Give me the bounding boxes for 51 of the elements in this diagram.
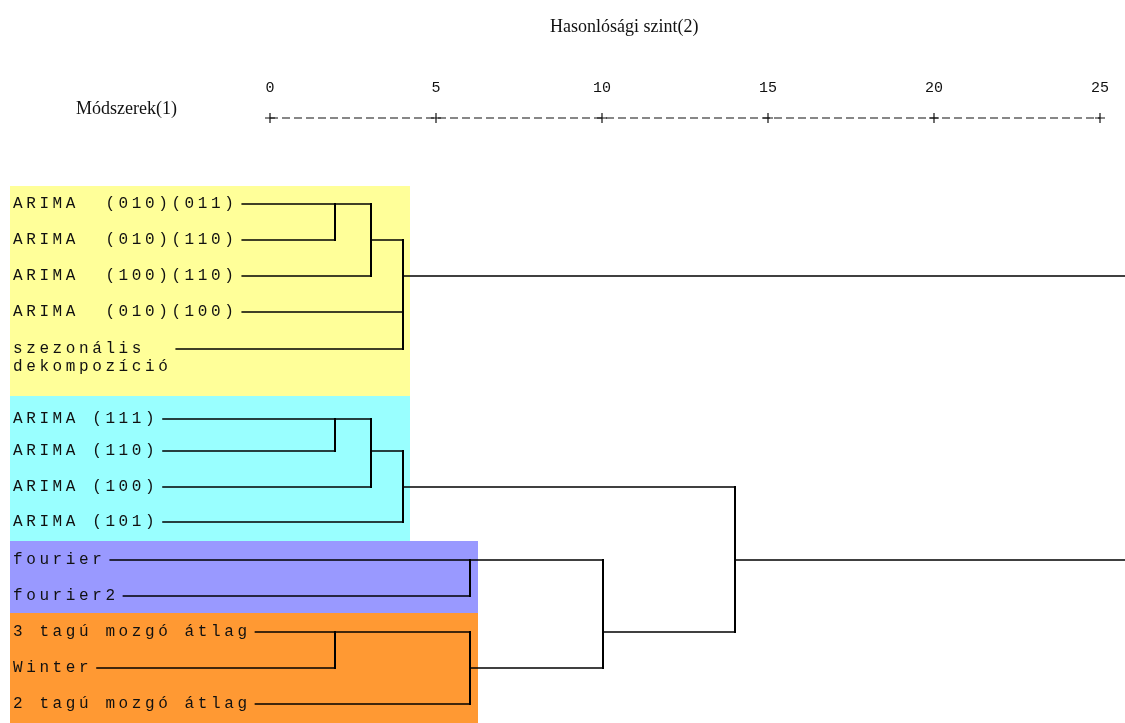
dendrogram-link [121, 595, 470, 597]
tick-label: 0 [265, 80, 275, 97]
method-label: ARIMA (010)(011) [13, 195, 312, 213]
method-label: szezonális dekompozíció [13, 340, 312, 376]
cluster-band [10, 541, 478, 613]
method-label: ARIMA (010)(100) [13, 303, 312, 321]
tick-label: 20 [925, 80, 943, 97]
dendrogram-link [240, 203, 335, 205]
dendrogram-link [370, 450, 403, 452]
dendrogram-link [240, 275, 371, 277]
axis-label: Módszerek(1) [76, 98, 177, 119]
dendrogram-link [253, 703, 470, 705]
dendrogram-link [469, 667, 603, 669]
method-label: 3 tagú mozgó átlag [13, 623, 312, 641]
dendrogram-link [95, 667, 335, 669]
dendrogram-link [253, 631, 335, 633]
tick-label: 10 [593, 80, 611, 97]
dendrogram-link [734, 559, 1125, 561]
dendrogram-link [334, 203, 371, 205]
axis-title: Hasonlósági szint(2) [550, 16, 699, 37]
dendrogram-link [240, 239, 335, 241]
tick-label: 15 [759, 80, 777, 97]
dendrogram-link [402, 275, 1125, 277]
dendrogram-link [240, 311, 403, 313]
method-label: fourier2 [13, 587, 312, 605]
dendrogram-link [402, 486, 735, 488]
dendrogram-link [469, 559, 603, 561]
dendrogram-link [334, 418, 371, 420]
dendrogram-link [334, 631, 470, 633]
method-label: ARIMA (100) [13, 478, 312, 496]
method-label: 2 tagú mozgó átlag [13, 695, 312, 713]
dendrogram-link [161, 418, 335, 420]
method-label: ARIMA (110) [13, 442, 312, 460]
cluster-band [10, 396, 410, 541]
cluster-band [10, 186, 410, 396]
dendrogram-link [108, 559, 470, 561]
dendrogram-link [161, 450, 335, 452]
dendrogram-link [602, 631, 735, 633]
tick-label: 25 [1091, 80, 1109, 97]
method-label: ARIMA (100)(110) [13, 267, 312, 285]
dendrogram-link [161, 486, 371, 488]
dendrogram-link [174, 348, 403, 350]
tick-label: 5 [431, 80, 441, 97]
dendrogram-link [161, 521, 403, 523]
method-label: fourier [13, 551, 312, 569]
method-label: ARIMA (010)(110) [13, 231, 312, 249]
cluster-band [10, 613, 478, 723]
method-label: Winter [13, 659, 312, 677]
dendrogram-link [370, 239, 403, 241]
method-label: ARIMA (111) [13, 410, 312, 428]
method-label: ARIMA (101) [13, 513, 312, 531]
